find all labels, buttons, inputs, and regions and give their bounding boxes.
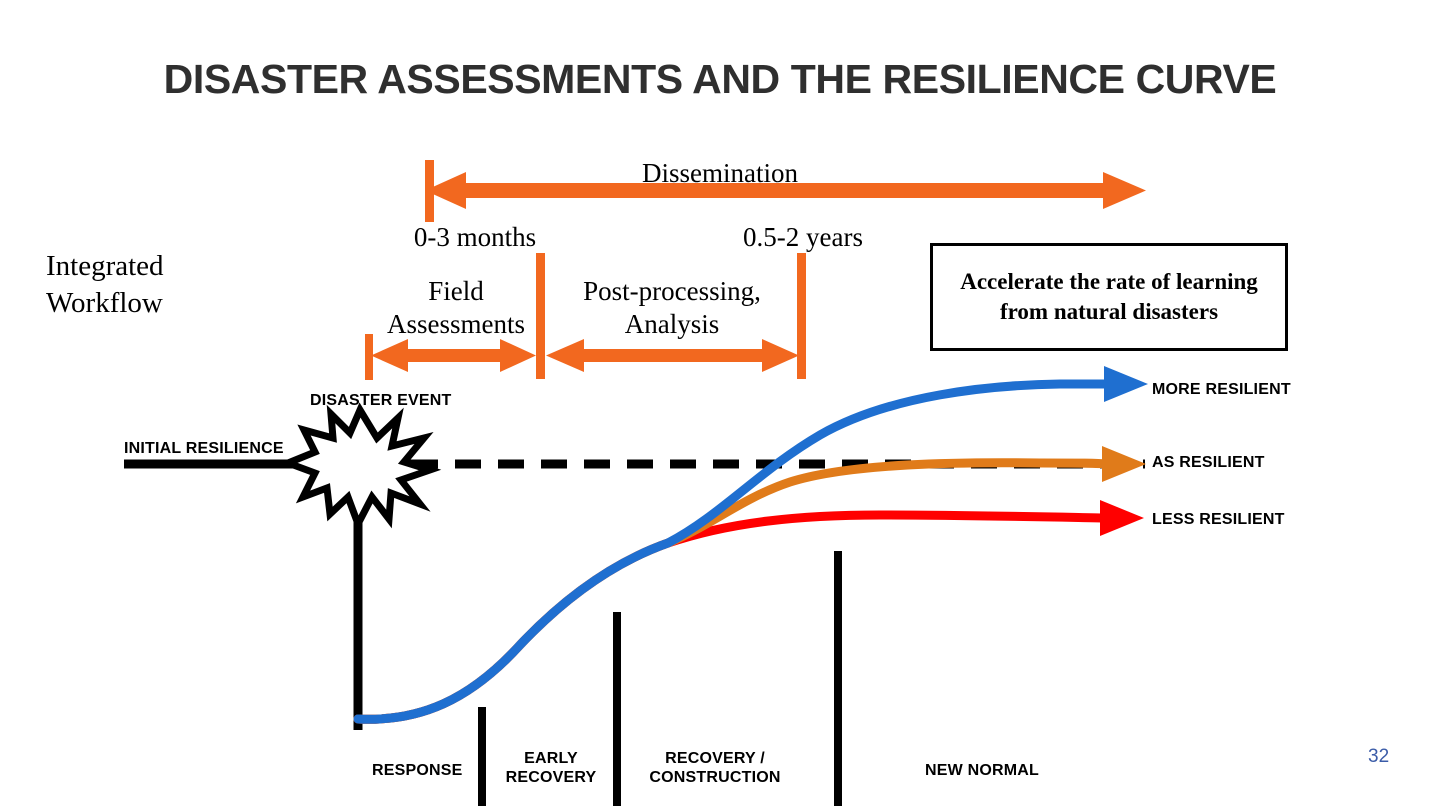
curve-more-resilient	[353, 379, 1111, 724]
tick-0-5-2-years	[797, 253, 806, 379]
curve-as-resilient	[353, 458, 1111, 724]
arrowhead-as-resilient	[1102, 446, 1146, 482]
page-number: 32	[1368, 746, 1390, 767]
integrated-workflow-label: Integrated Workflow	[46, 248, 164, 322]
initial-resilience-label: INITIAL RESILIENCE	[124, 440, 284, 457]
accelerate-callout-box: Accelerate the rate of learning from nat…	[930, 243, 1288, 351]
post-processing-line1: Post-processing,	[583, 276, 761, 306]
early-recovery-line1: EARLY	[524, 750, 578, 767]
dissemination-label: Dissemination	[642, 158, 798, 188]
recovery-construction-line2: CONSTRUCTION	[649, 769, 781, 787]
arrowhead-more-resilient	[1104, 366, 1148, 402]
outcome-label-as-resilient: AS RESILIENT	[1152, 454, 1265, 471]
workflow-phase-field-assessments: Field Assessments	[370, 275, 542, 341]
outcome-label-less-resilient: LESS RESILIENT	[1152, 511, 1285, 528]
page-title: DISASTER ASSESSMENTS AND THE RESILIENCE …	[163, 56, 1277, 102]
post-processing-line2: Analysis	[624, 308, 720, 339]
disaster-event-label: DISASTER EVENT	[310, 392, 452, 409]
stage-label-early-recovery: EARLY RECOVERY	[505, 749, 597, 787]
early-recovery-line2: RECOVERY	[505, 769, 597, 787]
stage-label-new-normal: NEW NORMAL	[925, 762, 1039, 779]
field-assessments-line2: Assessments	[386, 308, 525, 339]
outcome-label-more-resilient: MORE RESILIENT	[1152, 381, 1291, 398]
workflow-phase-post-processing: Post-processing, Analysis	[558, 275, 786, 341]
accelerate-callout-text: Accelerate the rate of learning from nat…	[960, 269, 1258, 324]
timeline-mark-0-3-months: 0-3 months	[413, 222, 537, 252]
stage-label-response: RESPONSE	[372, 762, 463, 779]
tick-workflow-start	[365, 334, 373, 380]
timeline-mark-0-5-2-years: 0.5-2 years	[743, 222, 863, 252]
curve-less-resilient	[353, 510, 1109, 724]
post-processing-arrow	[546, 339, 799, 372]
integrated-workflow-line2: Workflow	[46, 287, 163, 320]
arrowhead-less-resilient	[1100, 500, 1144, 536]
disaster-starburst	[278, 402, 442, 533]
field-assessments-arrow	[371, 339, 536, 372]
recovery-construction-line1: RECOVERY /	[665, 750, 765, 767]
field-assessments-line1: Field	[428, 276, 484, 306]
stage-label-recovery-construction: RECOVERY / CONSTRUCTION	[640, 749, 790, 787]
integrated-workflow-line1: Integrated	[46, 250, 164, 282]
